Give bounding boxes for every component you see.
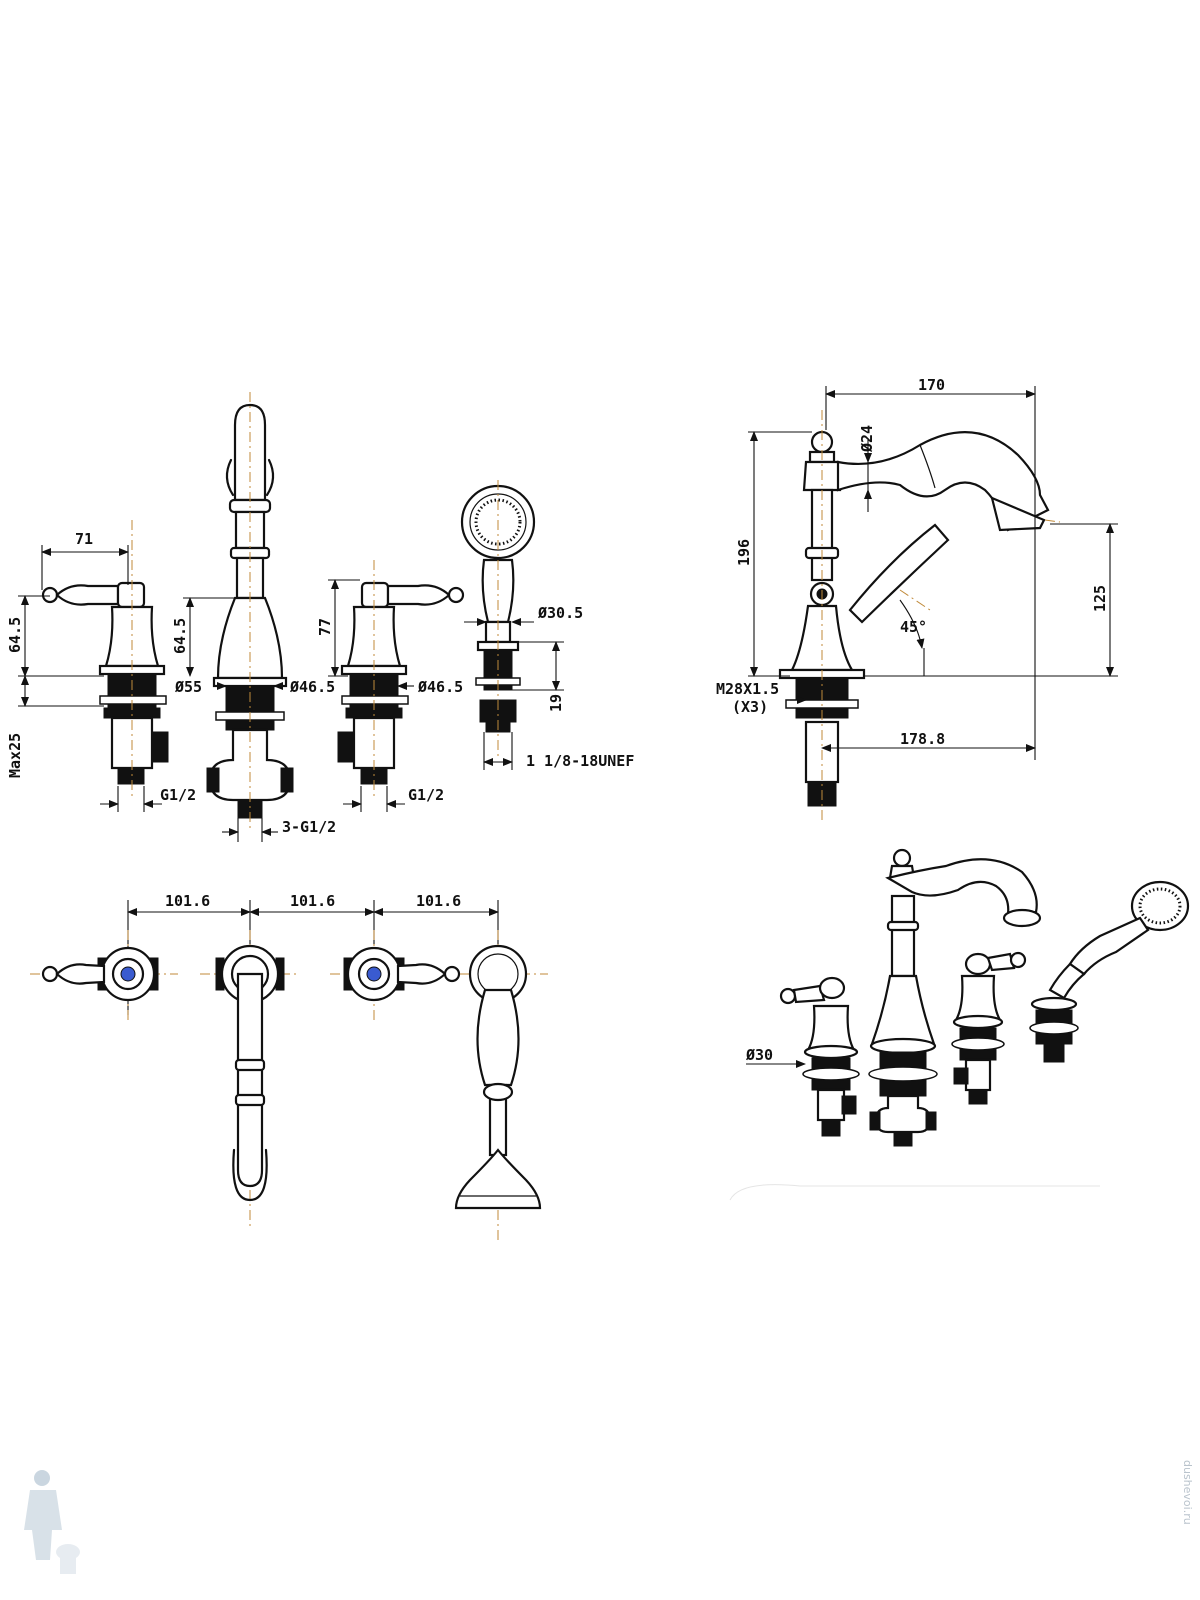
- left-valve-front: [41, 520, 169, 800]
- plan-view: 101.6 101.6 101.6: [30, 892, 548, 1240]
- dim-thread-spout: 3-G1/2: [282, 818, 336, 836]
- spout-front: [206, 392, 294, 830]
- iso-handshower: [1029, 880, 1190, 1063]
- dim-body-dia-right: Ø46.5: [417, 678, 463, 696]
- dim-iso-dia: Ø30: [745, 1046, 773, 1064]
- dim-spacing-1: 101.6: [165, 892, 210, 910]
- dim-handshower-dia: Ø30.5: [537, 604, 583, 622]
- dim-thread-left: G1/2: [160, 786, 196, 804]
- dim-max-deck: Max25: [6, 733, 24, 778]
- plumber-logo-icon: [24, 1470, 80, 1574]
- dim-spacing-2: 101.6: [290, 892, 335, 910]
- iso-spout: [868, 848, 1042, 1147]
- right-valve-plan: [330, 930, 470, 1020]
- isometric-view: Ø30: [729, 848, 1190, 1201]
- dim-angle: 45°: [900, 618, 927, 636]
- handshower-plan: [454, 930, 548, 1240]
- side-watermark-text: dushevoi.ru: [1181, 1460, 1194, 1525]
- front-dimensions: 71 64.5 Max25 64.5 77 Ø55 Ø46.5 Ø46.5 Ø3…: [6, 530, 634, 842]
- spout-plan: [200, 930, 300, 1230]
- dim-handle-height-left: 64.5: [6, 617, 24, 653]
- dim-knob-dia: Ø24: [858, 425, 876, 453]
- iso-right-valve: [951, 951, 1027, 1105]
- dim-body-dia-mid: Ø46.5: [289, 678, 335, 696]
- iso-left-valve: Ø30: [745, 976, 860, 1137]
- dim-mount-qty: (X3): [732, 698, 768, 716]
- dim-handshower-base: 19: [547, 694, 565, 712]
- dim-spout-projection: 178.8: [900, 730, 945, 748]
- dim-total-height: 196: [735, 539, 753, 566]
- dim-spout-height: 64.5: [171, 618, 189, 654]
- dim-body-dia-left: Ø55: [174, 678, 202, 696]
- dim-handle-width: 71: [75, 530, 93, 548]
- right-valve-front: [337, 560, 465, 800]
- side-elevation: 170 Ø24 196 125 45° M28X1.5 (X3) 178.8: [716, 376, 1118, 820]
- dim-thread-handshower: 1 1/8-18UNEF: [526, 752, 634, 770]
- left-valve-plan: [30, 930, 178, 1020]
- dim-handle-height-right: 77: [316, 618, 334, 636]
- front-elevation: 71 64.5 Max25 64.5 77 Ø55 Ø46.5 Ø46.5 Ø3…: [6, 392, 634, 842]
- dim-spout-reach: 170: [918, 376, 945, 394]
- dim-thread-right: G1/2: [408, 786, 444, 804]
- dim-outlet-height: 125: [1091, 585, 1109, 612]
- dim-spacing-3: 101.6: [416, 892, 461, 910]
- dim-mount-thread: M28X1.5: [716, 680, 779, 698]
- handshower-front: [460, 480, 536, 760]
